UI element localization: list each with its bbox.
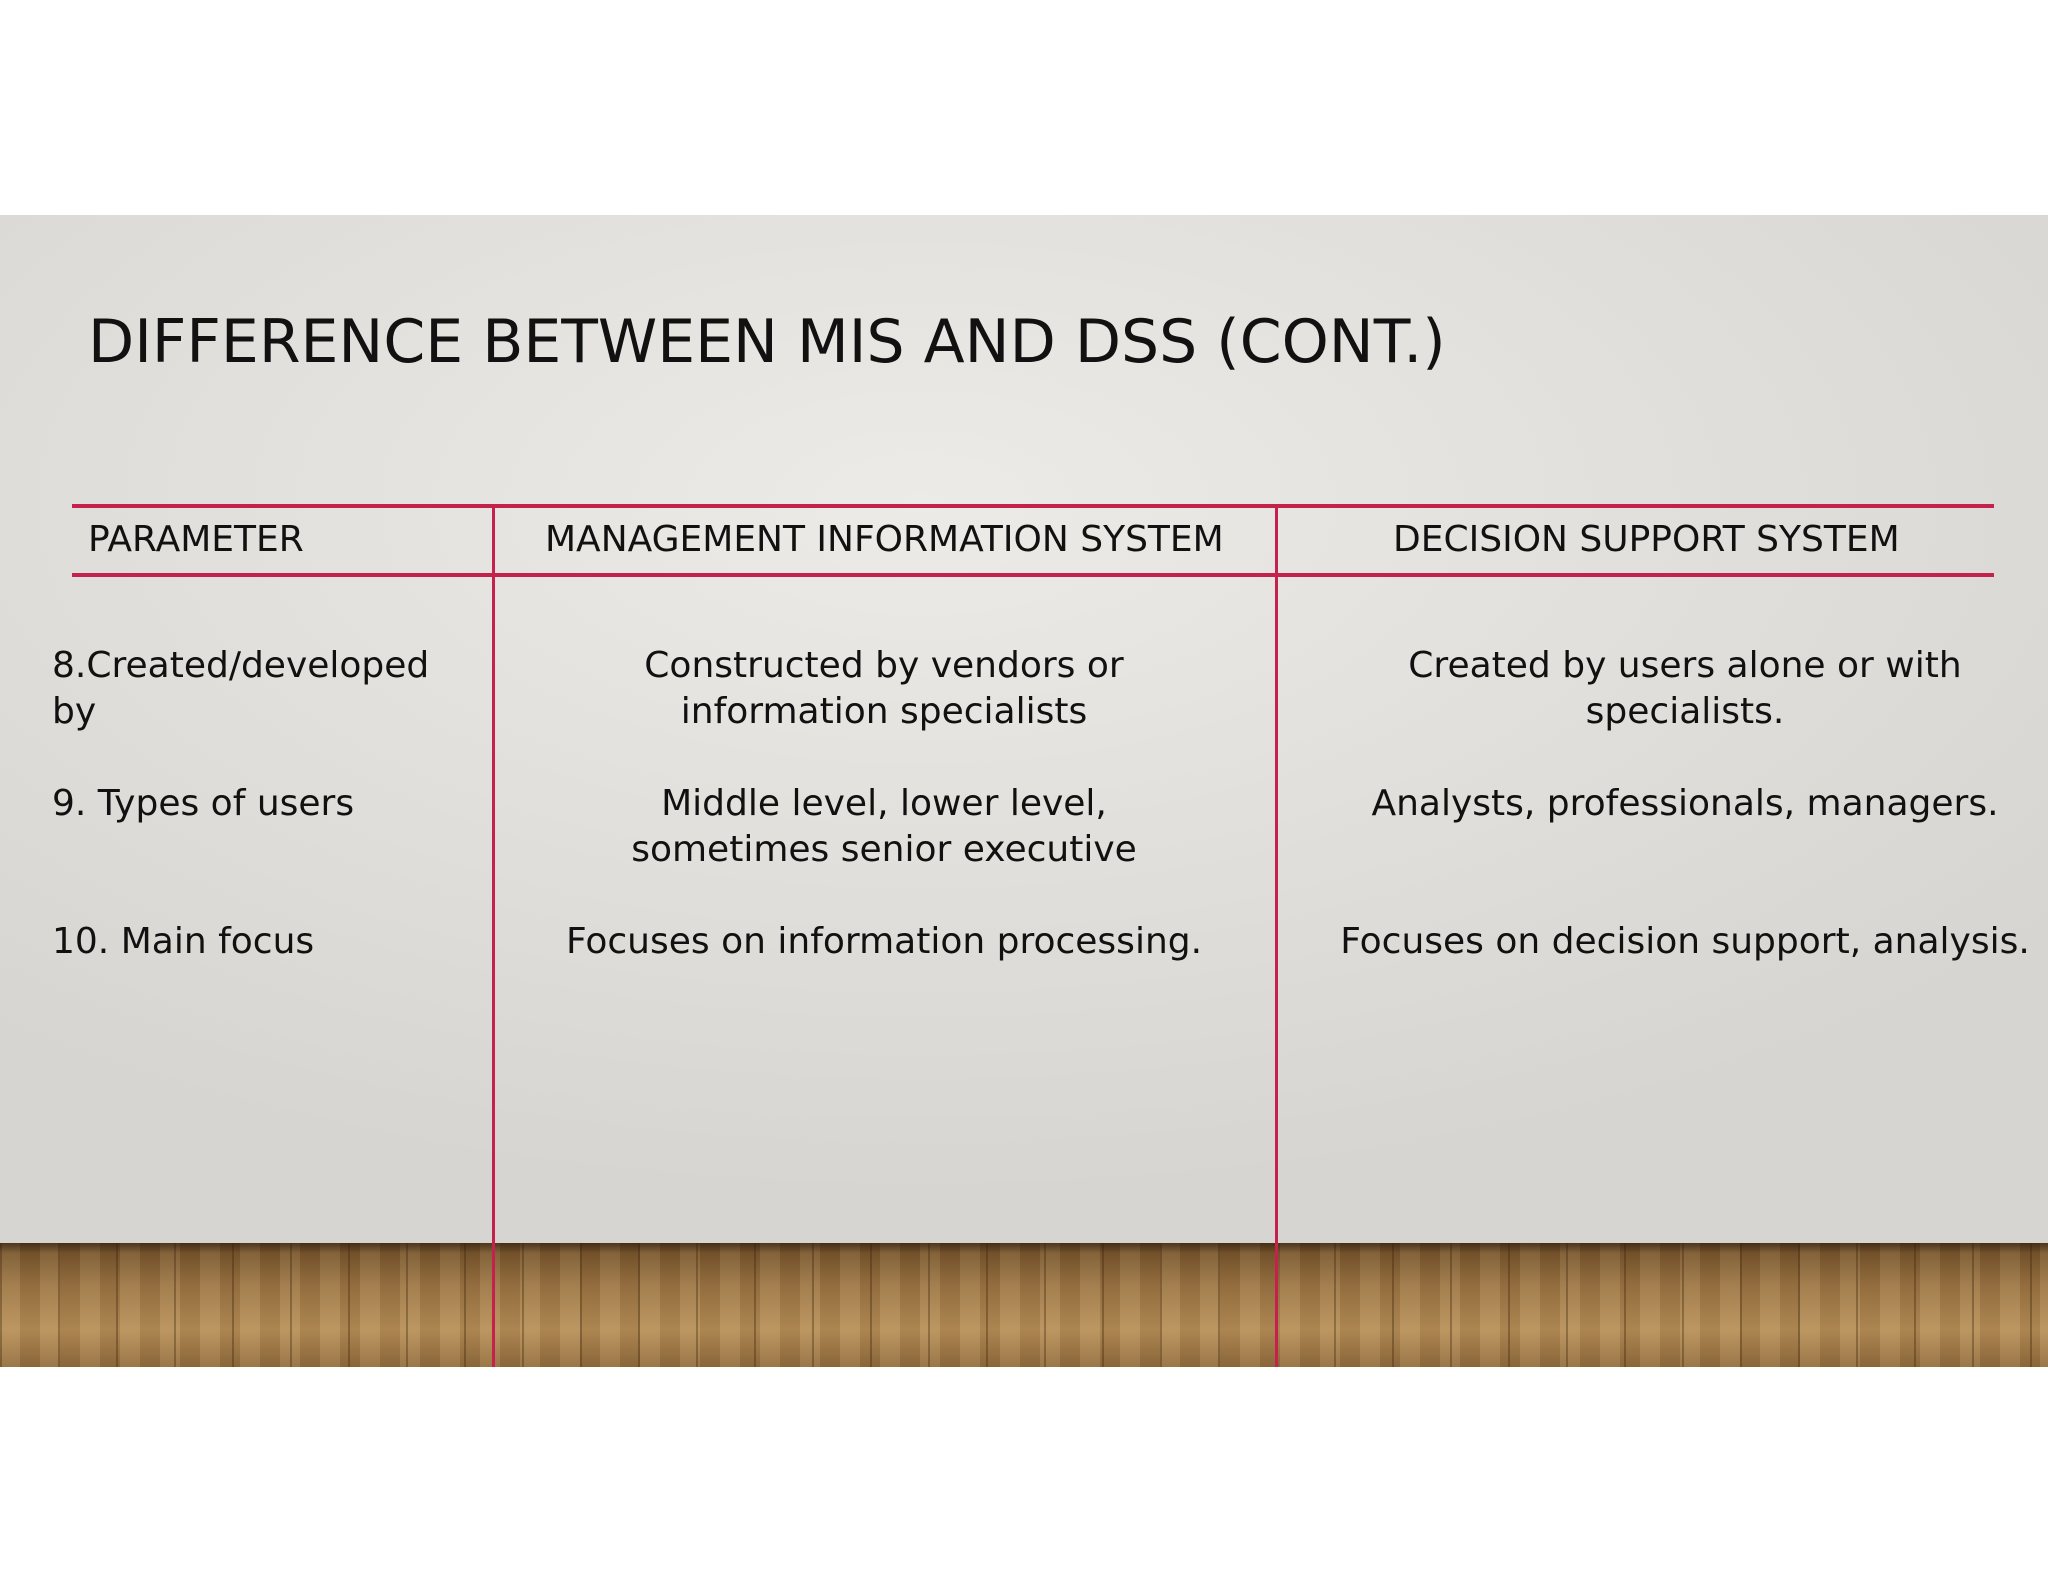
table-cell-dss: Focuses on decision support, analysis. xyxy=(1340,921,2030,962)
table-cell-parameter: 10. Main focus xyxy=(52,921,315,962)
table-column-divider-1 xyxy=(492,506,495,1367)
table-cell-mis: Focuses on information processing. xyxy=(565,921,1203,962)
table-cell-mis: Middle level, lower level, sometimes sen… xyxy=(631,783,1137,870)
table-cell-mis: Constructed by vendors or information sp… xyxy=(644,645,1124,732)
table-header-bottom-rule xyxy=(72,573,1994,577)
table-cell-dss: Created by users alone or with specialis… xyxy=(1408,645,1962,732)
slide: DIFFERENCE BETWEEN MIS AND DSS (CONT.) P… xyxy=(0,215,2048,1367)
table-header-parameter: PARAMETER xyxy=(88,519,304,560)
wood-floor-image xyxy=(0,1243,2048,1367)
table-cell-dss: Analysts, professionals, managers. xyxy=(1371,783,1999,824)
table-column-divider-2 xyxy=(1275,506,1278,1367)
table-header-dss: DECISION SUPPORT SYSTEM xyxy=(1393,519,1900,560)
table-top-rule xyxy=(72,504,1994,508)
floor-shadow xyxy=(0,1243,2048,1253)
table-cell-parameter: 9. Types of users xyxy=(52,783,355,824)
table-cell-parameter: 8.Created/developed by xyxy=(52,645,430,732)
slide-title: DIFFERENCE BETWEEN MIS AND DSS (CONT.) xyxy=(88,307,1446,377)
table-header-mis: MANAGEMENT INFORMATION SYSTEM xyxy=(545,519,1224,560)
